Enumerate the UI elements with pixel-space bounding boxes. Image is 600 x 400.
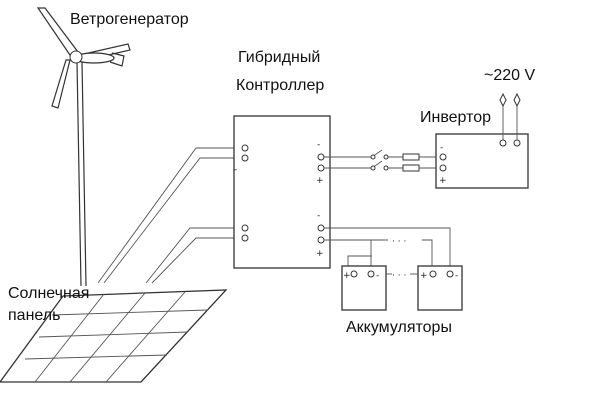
- battery-wire-dots: · · ·: [392, 237, 406, 247]
- ctrl-batt-plus: +: [316, 249, 324, 259]
- solar-panel-label-line1: Солнечная: [8, 285, 90, 302]
- wind-generator-label: Ветрогенератор: [70, 11, 189, 28]
- inverter-wires: [324, 149, 438, 172]
- solar-panel-label-line2: панель: [8, 307, 61, 324]
- inverter-box: - +: [435, 92, 529, 189]
- batt2-plus: +: [420, 271, 428, 281]
- wind-turbine-icon: [36, 7, 131, 287]
- ctrl-batt-minus: -: [317, 211, 320, 221]
- batt2-minus: -: [455, 271, 458, 281]
- solar-wires: [145, 227, 238, 284]
- hybrid-controller-label-line1: Гибридный: [238, 49, 321, 66]
- hybrid-controller-box: - + - + -: [233, 115, 331, 269]
- inv-plus: +: [439, 176, 447, 186]
- inverter-label: Инвертор: [420, 109, 492, 126]
- hybrid-controller-label-line2: Контроллер: [236, 77, 325, 94]
- wind-wires: [97, 147, 238, 284]
- inv-minus: -: [440, 143, 443, 153]
- ctrl-in-minus: -: [234, 165, 237, 175]
- ctrl-out-minus: -: [317, 140, 320, 150]
- battery-left-icon: + -: [341, 265, 387, 311]
- batt1-minus: -: [376, 271, 379, 281]
- solar-panel-icon: [0, 289, 228, 383]
- ctrl-out-plus: +: [316, 176, 324, 186]
- batt1-plus: +: [343, 271, 351, 281]
- battery-wires: [324, 227, 451, 270]
- battery-dots: · · ·: [392, 271, 406, 281]
- batteries-label: Аккумуляторы: [346, 319, 452, 336]
- voltage-label: ~220 V: [484, 67, 536, 84]
- battery-right-icon: + -: [417, 265, 463, 311]
